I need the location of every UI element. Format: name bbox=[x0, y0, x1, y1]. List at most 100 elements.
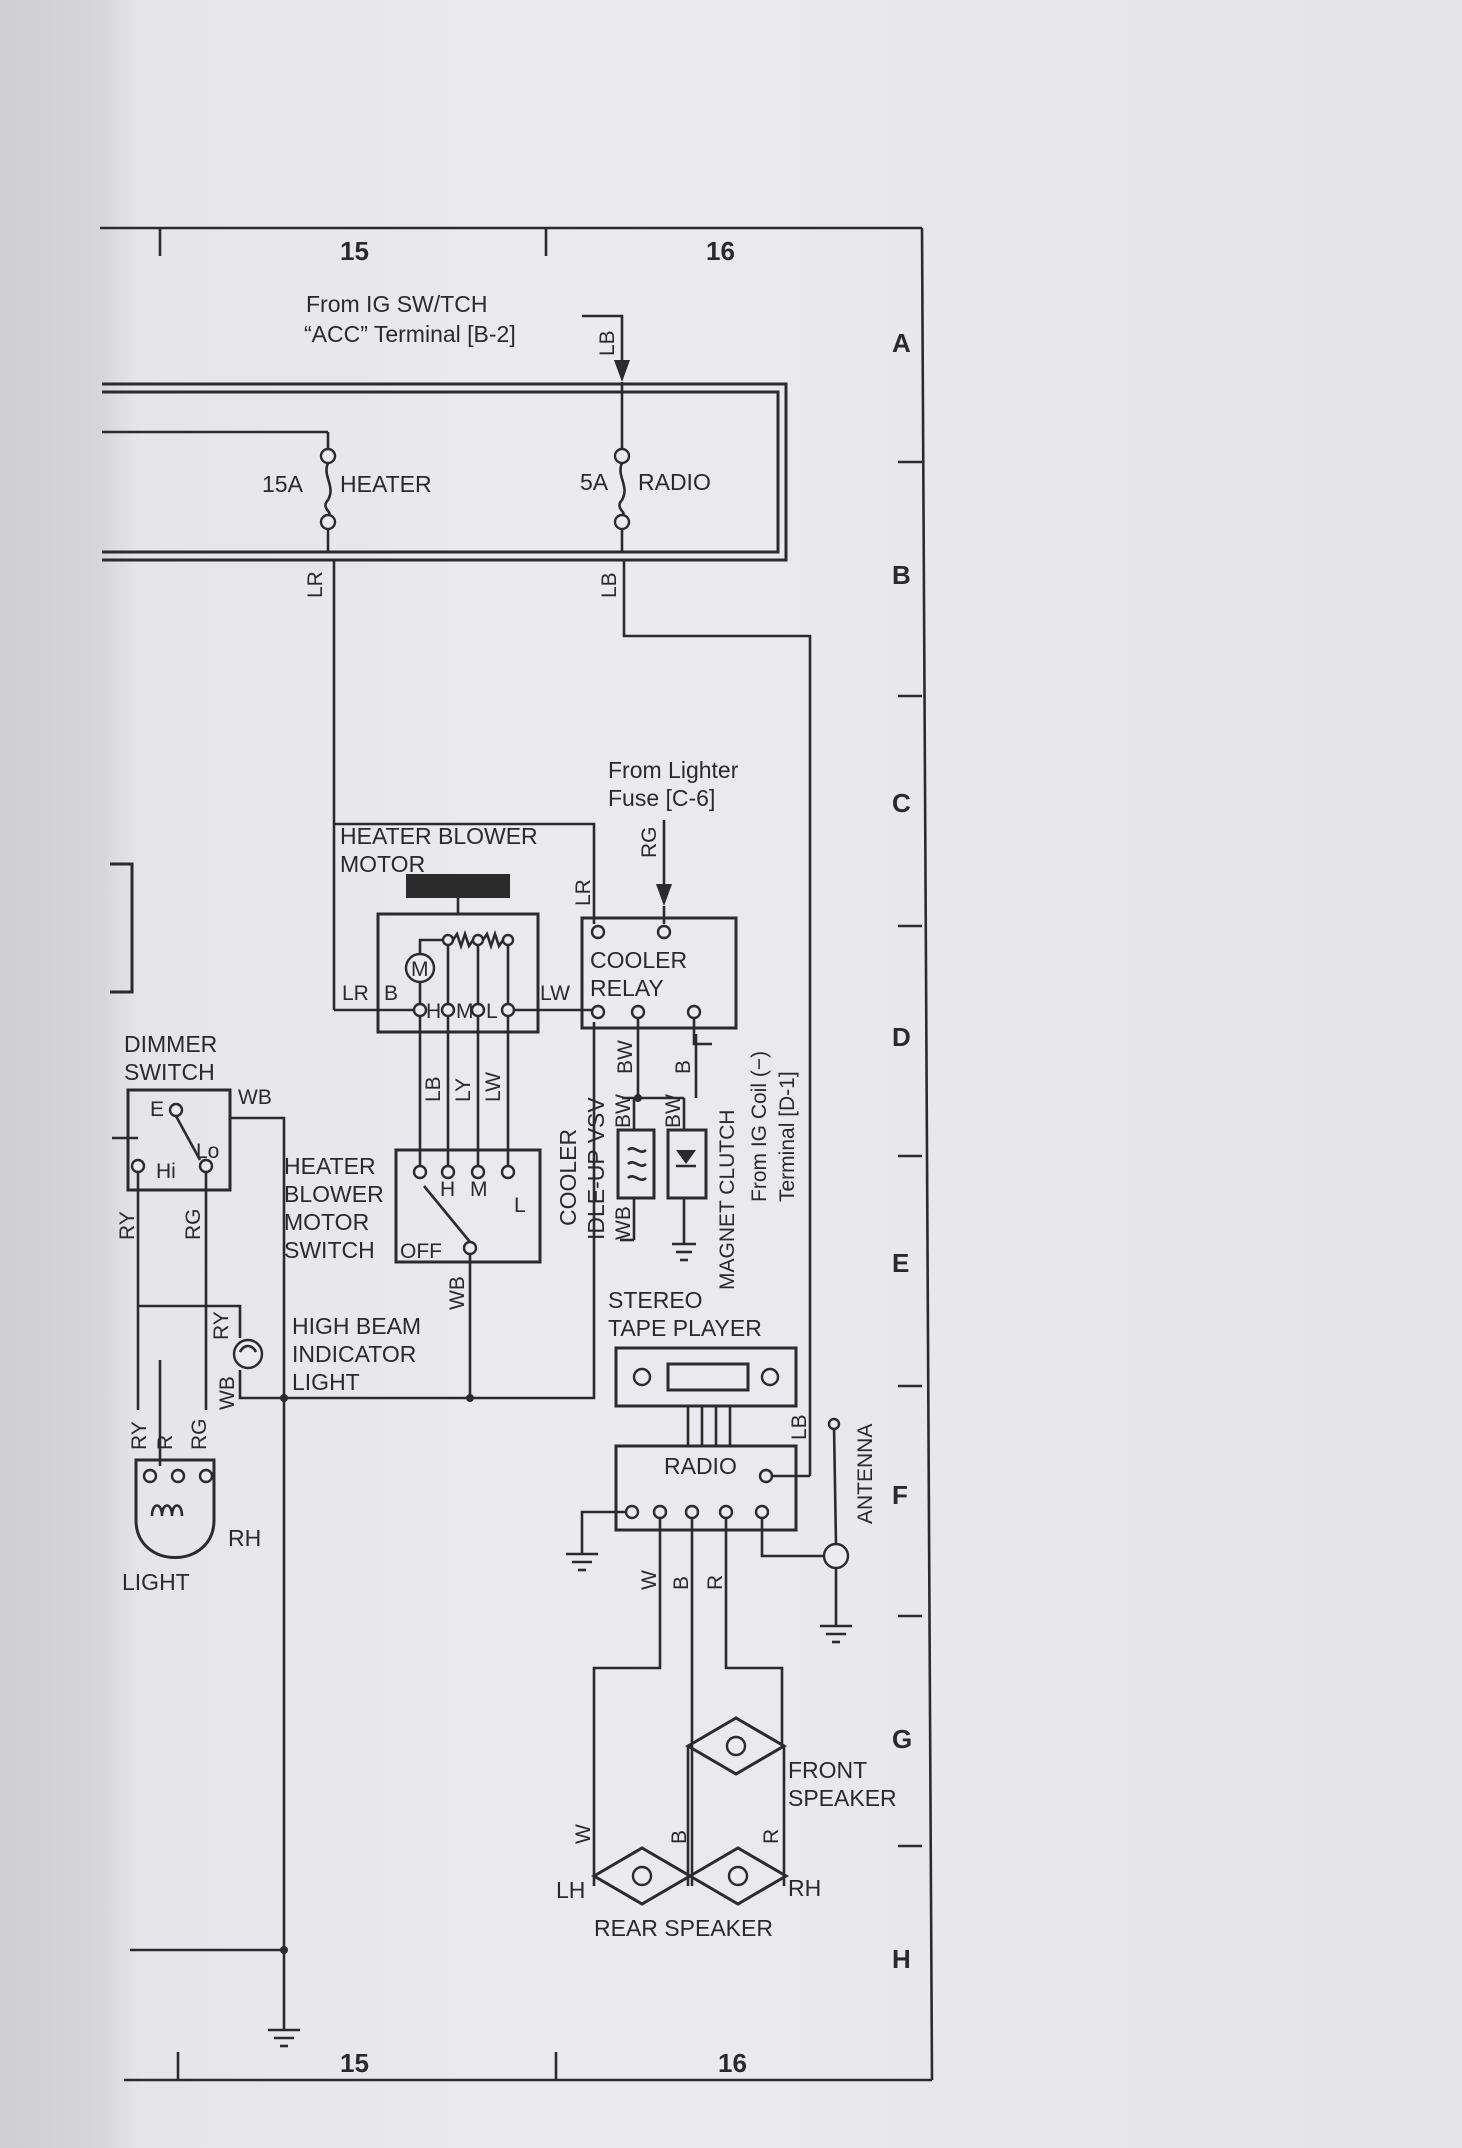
switch-position-label: OFF bbox=[400, 1240, 442, 1263]
grid-column-label: 16 bbox=[718, 2048, 747, 2078]
component-label: RH bbox=[228, 1525, 261, 1551]
wire-color-label: LB bbox=[788, 1414, 811, 1440]
motor-symbol: M bbox=[411, 958, 429, 981]
speaker-icon bbox=[687, 1846, 789, 1906]
wire-color-label: LB bbox=[598, 572, 621, 598]
wire-color-label: B bbox=[670, 1576, 693, 1590]
headlight-bulb-icon bbox=[134, 1458, 216, 1559]
wire-color-label: RG bbox=[188, 1419, 211, 1451]
source-label-line: Fuse [C-6] bbox=[608, 785, 715, 811]
component-label: RADIO bbox=[664, 1453, 737, 1479]
rear-speaker: LH RH REAR SPEAKER bbox=[556, 1846, 821, 1941]
fuse-output-wires: LR LB bbox=[304, 560, 812, 1476]
motor-terminal-label: H bbox=[426, 1000, 441, 1023]
component-label-line: HEATER bbox=[284, 1153, 376, 1179]
wire-color-label: RG bbox=[638, 827, 661, 859]
grid-row-label: C bbox=[892, 788, 911, 818]
component-label: REAR SPEAKER bbox=[594, 1915, 773, 1941]
wire-color-label: WB bbox=[238, 1086, 272, 1109]
grid-column-label: 15 bbox=[340, 236, 369, 266]
stereo-tape-player: STEREO TAPE PLAYER bbox=[608, 1287, 798, 1446]
motor-icon bbox=[404, 952, 436, 984]
motor-terminal-label: M bbox=[456, 1000, 474, 1023]
arrow-icon bbox=[656, 884, 672, 906]
high-beam-indicator-light: RY WB HIGH BEAM INDICATOR LIGHT bbox=[138, 1022, 596, 1410]
wire-color-label: RY bbox=[128, 1421, 151, 1450]
left-edge-partial-box bbox=[110, 862, 134, 994]
blower-fan-icon bbox=[406, 874, 510, 898]
magnet-clutch: BW MAGNET CLUTCH bbox=[662, 1094, 739, 1290]
cooler-relay: COOLER RELAY bbox=[580, 916, 738, 1030]
component-label-line: RELAY bbox=[590, 975, 664, 1001]
switch-position-label: M bbox=[470, 1178, 488, 1201]
fuse-rating: 5A bbox=[580, 469, 609, 495]
wire-color-label: W bbox=[638, 1570, 661, 1590]
grid-column-label: 15 bbox=[340, 2048, 369, 2078]
component-label-line: MOTOR bbox=[340, 851, 425, 877]
fuse-name: RADIO bbox=[638, 469, 711, 495]
wire-color-label: BW bbox=[662, 1094, 685, 1128]
wire-color-label: R bbox=[154, 1435, 177, 1450]
component-label: MAGNET CLUTCH bbox=[716, 1110, 739, 1290]
antenna: ANTENNA bbox=[820, 1417, 877, 1644]
grid-row-label: H bbox=[892, 1944, 911, 1974]
wire-color-label: W bbox=[572, 1824, 595, 1844]
lighter-fuse-source: From Lighter Fuse [C-6] RG bbox=[608, 757, 739, 924]
dimmer-terminal-label: Hi bbox=[156, 1160, 176, 1183]
wire-color-label: LR bbox=[572, 879, 595, 906]
wire-color-label: LR bbox=[304, 571, 327, 598]
heater-blower-motor-switch: LB LY LW H M L OFF HEATER BLOWER MOTOR S… bbox=[284, 1016, 542, 1398]
ig-coil-source: B From IG Coil (−) Terminal [D-1] bbox=[672, 1018, 799, 1202]
dimmer-switch: DIMMER SWITCH E Hi Lo WB RY RG bbox=[112, 1031, 286, 1410]
component-label-line: LIGHT bbox=[292, 1369, 360, 1395]
component-label-line: FRONT bbox=[788, 1757, 867, 1783]
wire-color-label: LR bbox=[342, 982, 369, 1005]
component-label-line: HIGH BEAM bbox=[292, 1313, 421, 1339]
grid-column-label: 16 bbox=[706, 236, 735, 266]
component-label-line: SPEAKER bbox=[788, 1785, 897, 1811]
grid-row-label: E bbox=[892, 1248, 909, 1278]
component-label-line: SWITCH bbox=[284, 1237, 375, 1263]
antenna-icon bbox=[822, 1542, 850, 1570]
source-label-line: From Lighter bbox=[608, 757, 739, 783]
arrow-icon bbox=[614, 360, 630, 382]
grid-row-label: D bbox=[892, 1022, 911, 1052]
grid-row-label: A bbox=[892, 328, 911, 358]
speaker-side-label: RH bbox=[788, 1875, 821, 1901]
diode-icon bbox=[676, 1150, 696, 1164]
motor-terminal-label: B bbox=[384, 982, 398, 1005]
switch-position-label: L bbox=[514, 1194, 526, 1217]
front-speaker: FRONT SPEAKER bbox=[685, 1716, 897, 1886]
grid-row-label: G bbox=[892, 1724, 912, 1754]
component-label-line: IDLE-UP VSV bbox=[583, 1097, 609, 1240]
speaker-wiring: W B R W B R bbox=[572, 1518, 784, 1886]
component-label-line: COOLER bbox=[555, 1129, 581, 1226]
speaker-side-label: LH bbox=[556, 1877, 585, 1903]
component-label-line: STEREO bbox=[608, 1287, 703, 1313]
wire-color-label: B bbox=[672, 1060, 695, 1074]
motor-terminal-label: L bbox=[486, 1000, 498, 1023]
fuse-rating: 15A bbox=[262, 471, 304, 497]
wire-color-label: B bbox=[668, 1830, 691, 1844]
component-label-line: TAPE PLAYER bbox=[608, 1315, 762, 1341]
wire-color-label: BW bbox=[614, 1040, 637, 1074]
dimmer-terminal-label: Lo bbox=[196, 1140, 219, 1163]
wire-color-label: R bbox=[760, 1829, 783, 1844]
component-label-line: MOTOR bbox=[284, 1209, 369, 1235]
wire-color-label: LB bbox=[422, 1076, 445, 1102]
component-label: ANTENNA bbox=[854, 1424, 877, 1524]
wire-color-label: WB bbox=[446, 1276, 469, 1310]
bulb-icon bbox=[232, 1338, 264, 1370]
component-label-line: HEATER BLOWER bbox=[340, 823, 538, 849]
wire-color-label: WB bbox=[216, 1376, 239, 1410]
wire-color-label: LY bbox=[452, 1078, 475, 1102]
wire-color-label: RG bbox=[182, 1209, 205, 1241]
component-label-line: SWITCH bbox=[124, 1059, 215, 1085]
diagram-frame: 15 16 15 16 A B C D E F G H bbox=[100, 226, 934, 2082]
wire-color-label: LW bbox=[482, 1072, 505, 1102]
component-label: LIGHT bbox=[122, 1569, 190, 1595]
component-label-line: BLOWER bbox=[284, 1181, 384, 1207]
fuse-name: HEATER bbox=[340, 471, 432, 497]
